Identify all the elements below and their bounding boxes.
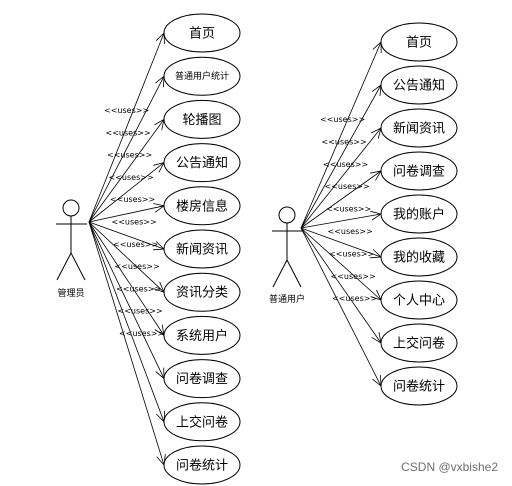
stereotype-label: <<uses>> (332, 294, 377, 303)
use-case-label: 公告通知 (393, 78, 445, 94)
actor-head-1 (278, 206, 296, 224)
stereotype-label: <<uses>> (322, 137, 367, 146)
use-case-label: 上交问卷 (176, 414, 228, 430)
use-case-ellipse (163, 229, 241, 269)
use-case-ellipse (163, 99, 241, 139)
stereotype-label: <<uses>> (329, 249, 374, 258)
use-case-ellipse (163, 56, 241, 96)
use-case-label: 问卷统计 (393, 379, 445, 395)
stereotype-label: <<uses>> (113, 240, 158, 249)
stereotype-label: <<uses>> (118, 307, 163, 316)
association-line (88, 205, 165, 223)
use-case-label: 新闻资讯 (176, 242, 228, 258)
use-case-ellipse (163, 402, 241, 442)
use-case-ellipse (380, 151, 458, 191)
use-case-label: 新闻资讯 (393, 121, 445, 137)
actor-leg-right-0 (70, 252, 86, 281)
use-case-label: 首页 (189, 27, 215, 42)
watermark: CSDN @vxbishe2 (401, 460, 498, 474)
use-case-ellipse (380, 22, 458, 62)
stereotype-label: <<uses>> (326, 205, 371, 214)
association-line (300, 127, 382, 229)
stereotype-label: <<uses>> (106, 128, 151, 137)
stereotype-label: <<uses>> (119, 329, 164, 338)
use-case-ellipse (380, 194, 458, 234)
use-case-label: 系统用户 (176, 328, 228, 344)
association-line (300, 41, 382, 229)
association-line (88, 162, 165, 223)
stereotype-label: <<uses>> (110, 195, 155, 204)
association-line (300, 84, 382, 229)
use-case-ellipse (163, 272, 241, 312)
association-line (88, 32, 165, 223)
use-case-label: 我的收藏 (393, 250, 445, 266)
stereotype-label: <<uses>> (116, 284, 161, 293)
use-case-label: 问卷调查 (393, 164, 445, 180)
stereotype-label: <<uses>> (323, 160, 368, 169)
use-case-label: 资讯分类 (176, 286, 228, 301)
association-line (300, 227, 382, 301)
use-case-label: 首页 (406, 36, 432, 51)
stereotype-label: <<uses>> (104, 106, 149, 115)
association-line (300, 213, 382, 229)
use-case-label: 问卷调查 (176, 371, 228, 387)
actor-leg-left-1 (272, 259, 288, 288)
association-line (300, 170, 382, 229)
association-line (300, 227, 382, 344)
stereotype-label: <<uses>> (331, 272, 376, 281)
use-case-label: 个人中心 (393, 294, 445, 309)
use-case-ellipse (163, 315, 241, 355)
use-case-label: 上交问卷 (393, 336, 445, 352)
actor-leg-left-0 (56, 252, 72, 281)
use-case-label: 我的账户 (393, 207, 445, 223)
stereotype-label: <<uses>> (109, 173, 154, 182)
association-line (300, 227, 382, 258)
actor-head-0 (62, 199, 80, 217)
use-case-ellipse (380, 366, 458, 406)
use-case-ellipse (380, 65, 458, 105)
use-case-label: 公告通知 (176, 155, 228, 171)
actor-name: 管理员 (57, 287, 84, 299)
use-case-label: 楼房信息 (176, 198, 228, 214)
association-line (88, 221, 165, 293)
use-case-label: 普通用户统计 (175, 70, 229, 82)
stereotype-label: <<uses>> (115, 262, 160, 271)
use-case-label: 轮播图 (182, 113, 221, 128)
association-line (88, 221, 165, 379)
use-case-ellipse (163, 13, 241, 53)
stereotype-label: <<uses>> (320, 115, 365, 124)
association-line (88, 221, 165, 250)
stereotype-label: <<uses>> (107, 151, 152, 160)
use-case-label: 问卷统计 (176, 458, 228, 474)
use-case-ellipse (380, 237, 458, 277)
use-case-ellipse (163, 359, 241, 399)
association-line (88, 119, 165, 223)
use-case-ellipse (380, 108, 458, 148)
use-case-ellipse (380, 280, 458, 320)
actor-leg-right-1 (286, 259, 302, 288)
actor-name: 普通用户 (269, 293, 305, 305)
association-line (88, 221, 165, 422)
stereotype-label: <<uses>> (328, 227, 373, 236)
association-line (88, 221, 165, 336)
use-case-ellipse (163, 186, 241, 226)
use-case-ellipse (380, 323, 458, 363)
association-line (88, 76, 165, 223)
stereotype-label: <<uses>> (112, 218, 157, 227)
use-case-ellipse (163, 445, 241, 485)
use-case-ellipse (163, 143, 241, 183)
stereotype-label: <<uses>> (325, 182, 370, 191)
association-line (88, 221, 165, 466)
association-line (300, 227, 382, 387)
